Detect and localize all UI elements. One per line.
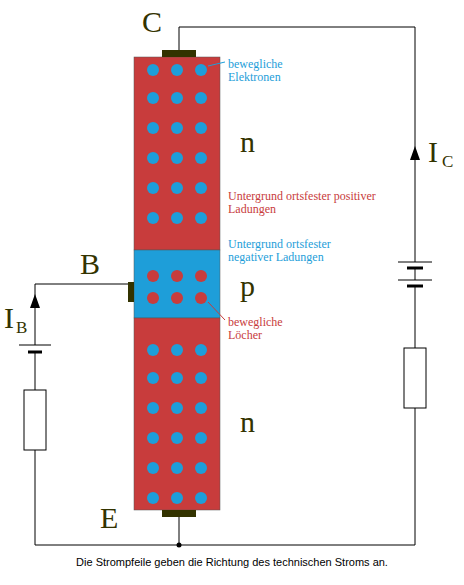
callout-text: Untergrund ortsfester positiver Ladungen [228, 190, 378, 215]
emitter-wire [35, 408, 415, 545]
circuit-wires [35, 27, 415, 545]
charge-dot [195, 182, 207, 194]
p-region [134, 250, 220, 318]
battery-symbol [398, 262, 432, 286]
emitter-wire [179, 517, 180, 545]
callout-text: bewegliche Elektronen [228, 58, 318, 83]
charge-dot [195, 372, 207, 384]
terminal-label: B [80, 248, 100, 280]
charge-dot [195, 212, 207, 224]
terminal-label: C [142, 6, 162, 38]
current-label: I [428, 136, 438, 168]
callout-text: Untergrund ortsfester negativer Ladungen [228, 238, 378, 263]
resistor-symbol [404, 348, 426, 408]
charge-dot [147, 182, 159, 194]
leader-line [208, 302, 225, 320]
charge-dot [147, 64, 159, 76]
charge-dot [195, 432, 207, 444]
charge-dot [147, 270, 159, 282]
region-label: n [240, 126, 255, 158]
charge-dot [195, 64, 207, 76]
charge-dot [171, 212, 183, 224]
charge-dot [195, 270, 207, 282]
charge-dot [171, 402, 183, 414]
charge-dot [171, 92, 183, 104]
current-label: I [4, 302, 14, 334]
charge-dot [171, 292, 183, 304]
charge-dot [147, 372, 159, 384]
charge-dot [195, 462, 207, 474]
charge-dot [171, 64, 183, 76]
charge-dot [171, 432, 183, 444]
callout-text: bewegliche Löcher [228, 316, 318, 341]
charge-dot [195, 344, 207, 356]
charge-dot [195, 152, 207, 164]
charge-dot [147, 402, 159, 414]
charge-dot [147, 212, 159, 224]
region-label: p [240, 270, 255, 302]
emitter-contact [162, 510, 196, 517]
charge-dot [147, 122, 159, 134]
caption: Die Strompfeile geben die Richtung des t… [0, 557, 464, 569]
charge-dot [147, 92, 159, 104]
leader-line [208, 62, 225, 66]
charge-dot [195, 92, 207, 104]
charge-dot [171, 372, 183, 384]
n-region [134, 57, 220, 250]
current-arrow [410, 146, 420, 160]
charge-dot [147, 152, 159, 164]
charge-dot [147, 292, 159, 304]
charge-dot [147, 492, 159, 504]
charge-dot [171, 182, 183, 194]
charge-dot [195, 122, 207, 134]
base-wire [35, 352, 36, 390]
terminal-label: E [100, 502, 118, 534]
charge-dots [147, 64, 207, 504]
region-label: n [240, 406, 255, 438]
resistor-symbol [24, 390, 46, 450]
charge-dot [171, 462, 183, 474]
collector-wire [415, 286, 416, 348]
current-arrow [30, 294, 40, 308]
current-subscript: C [442, 153, 453, 171]
charge-dot [147, 344, 159, 356]
charge-dot [147, 432, 159, 444]
battery-symbol [19, 345, 51, 352]
charge-dot [195, 492, 207, 504]
charge-dot [171, 122, 183, 134]
current-subscript: B [16, 319, 27, 337]
charge-dot [195, 402, 207, 414]
base-wire [35, 284, 128, 345]
collector-contact [162, 50, 196, 57]
charge-dot [171, 270, 183, 282]
charge-dot [171, 152, 183, 164]
junction-dot [177, 543, 182, 548]
base-contact [128, 282, 134, 302]
n-region [134, 318, 220, 510]
charge-dot [171, 344, 183, 356]
charge-dot [147, 462, 159, 474]
charge-dot [195, 292, 207, 304]
charge-dot [171, 492, 183, 504]
